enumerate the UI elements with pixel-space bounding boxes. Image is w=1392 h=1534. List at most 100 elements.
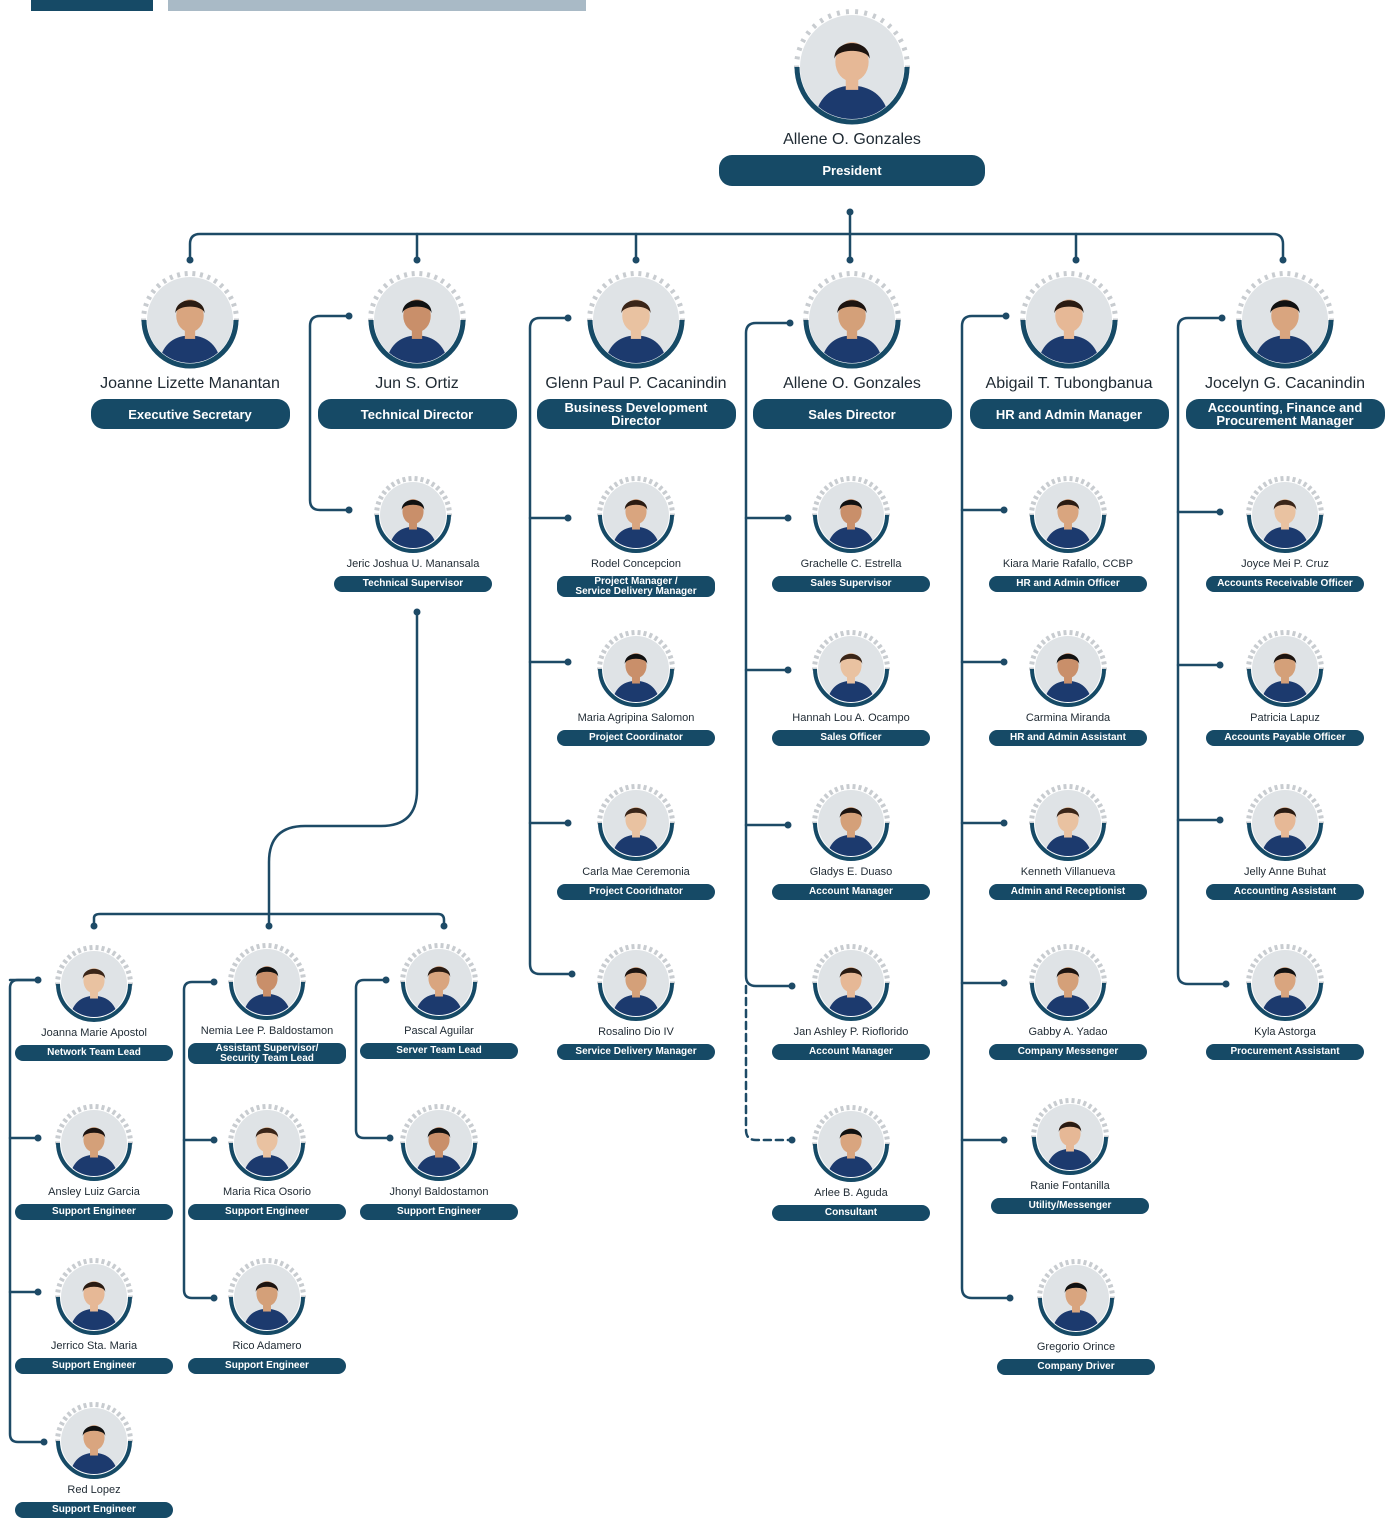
person-name: Gregorio Orince xyxy=(991,1341,1161,1353)
portrait-photo-icon xyxy=(1035,636,1101,702)
avatar xyxy=(1252,636,1318,702)
avatar xyxy=(61,1408,127,1474)
person-name: Rico Adamero xyxy=(182,1340,352,1352)
connector-dot xyxy=(847,209,854,216)
avatar xyxy=(818,790,884,856)
avatar xyxy=(406,949,472,1015)
technical-team-connector xyxy=(269,612,417,926)
portrait-photo-icon xyxy=(1043,1265,1109,1331)
avatar xyxy=(1242,277,1328,363)
role-title-badge: Utility/Messenger xyxy=(991,1198,1149,1214)
connector-dot xyxy=(1280,257,1287,264)
connector-dot xyxy=(91,923,98,930)
role-title-badge: Project Coordinator xyxy=(557,730,715,746)
avatar xyxy=(61,1264,127,1330)
avatar xyxy=(234,949,300,1015)
role-title-badge: Server Team Lead xyxy=(360,1043,518,1059)
person-name: Joyce Mei P. Cruz xyxy=(1200,558,1370,570)
person-name: Nemia Lee P. Baldostamon xyxy=(182,1025,352,1037)
portrait-photo-icon xyxy=(1252,790,1318,856)
person-name: Abigail T. Tubongbanua xyxy=(964,375,1174,393)
avatar xyxy=(1026,277,1112,363)
role-title-badge: HR and Admin Assistant xyxy=(989,730,1147,746)
person-name: Joanne Lizette Manantan xyxy=(85,375,295,393)
portrait-photo-icon xyxy=(1026,277,1112,363)
portrait-photo-icon xyxy=(800,15,904,119)
role-title-badge: Project Cooridnator xyxy=(557,884,715,900)
org-node-carmina-miranda[interactable]: Carmina Miranda HR and Admin Assistant xyxy=(983,628,1153,762)
role-title-badge: Sales Supervisor xyxy=(772,576,930,592)
role-title-badge: Network Team Lead xyxy=(15,1045,173,1061)
role-title-badge: Support Engineer xyxy=(15,1502,173,1518)
role-title-badge: Account Manager xyxy=(772,884,930,900)
head-bus-line xyxy=(190,234,1283,260)
connector-dot xyxy=(187,257,194,264)
person-name: Jun S. Ortiz xyxy=(312,375,522,393)
avatar xyxy=(818,1111,884,1177)
person-name: Ansley Luiz Garcia xyxy=(9,1186,179,1198)
avatar xyxy=(380,482,446,548)
portrait-photo-icon xyxy=(234,1110,300,1176)
avatar xyxy=(234,1110,300,1176)
avatar xyxy=(1035,950,1101,1016)
portrait-photo-icon xyxy=(603,950,669,1016)
role-title-badge: Technical Director xyxy=(318,399,517,429)
role-title-badge: Accounts Payable Officer xyxy=(1206,730,1364,746)
person-name: Joanna Marie Apostol xyxy=(9,1027,179,1039)
person-name: Red Lopez xyxy=(9,1484,179,1496)
avatar xyxy=(1037,1104,1103,1170)
portrait-photo-icon xyxy=(809,277,895,363)
person-name: Carmina Miranda xyxy=(983,712,1153,724)
portrait-photo-icon xyxy=(61,1408,127,1474)
role-title-badge: Assistant Supervisor/ Security Team Lead xyxy=(188,1043,346,1064)
role-title-badge: Accounts Receivable Officer xyxy=(1206,576,1364,592)
person-name: Jhonyl Baldostamon xyxy=(354,1186,524,1198)
person-name: Jerrico Sta. Maria xyxy=(9,1340,179,1352)
connector-dot xyxy=(847,257,854,264)
role-title-badge: Support Engineer xyxy=(188,1358,346,1374)
role-title-badge: HR and Admin Officer xyxy=(989,576,1147,592)
role-title-badge: Support Engineer xyxy=(188,1204,346,1220)
avatar xyxy=(61,951,127,1017)
person-name: Rodel Concepcion xyxy=(551,558,721,570)
person-name: Kenneth Villanueva xyxy=(983,866,1153,878)
avatar xyxy=(147,277,233,363)
role-title-badge: Project Manager / Service Delivery Manag… xyxy=(557,576,715,597)
avatar xyxy=(1035,790,1101,856)
avatar xyxy=(800,15,904,119)
